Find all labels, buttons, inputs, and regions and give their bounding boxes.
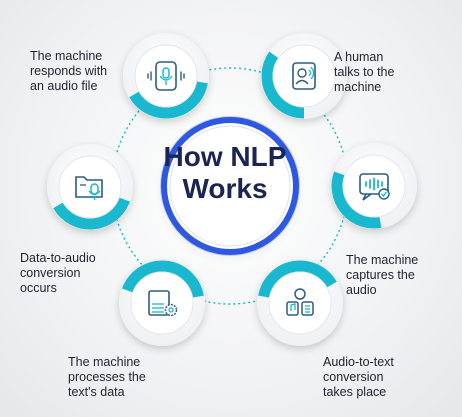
step-6-arc bbox=[129, 81, 208, 119]
step-5-line-3: occurs bbox=[20, 281, 57, 295]
step-3-label: Audio-to-text conversion takes place bbox=[323, 355, 453, 400]
step-5-label: Data-to-audio conversion occurs bbox=[20, 251, 140, 296]
step-1-line-3: machine bbox=[334, 80, 382, 94]
folder-microphone-icon bbox=[75, 176, 103, 200]
step-2-node bbox=[331, 143, 417, 229]
step-3-line-1: Audio-to-text bbox=[323, 355, 394, 369]
step-5-line-2: conversion bbox=[20, 266, 81, 280]
center-circle bbox=[160, 116, 300, 256]
step-2-label: The machine captures the audio bbox=[346, 253, 456, 298]
step-5-arc bbox=[53, 197, 130, 230]
step-5-node bbox=[47, 144, 133, 230]
step-4-inner bbox=[130, 271, 194, 335]
microphone-phone-icon bbox=[147, 61, 185, 91]
step-1-line-1: A human bbox=[334, 50, 384, 64]
audio-wave-chat-icon bbox=[359, 173, 390, 201]
step-1-label: A human talks to the machine bbox=[334, 50, 454, 95]
human-voice-phone-icon bbox=[292, 62, 316, 90]
step-2-line-2: captures the bbox=[346, 268, 415, 282]
step-4-line-1: The machine bbox=[68, 355, 141, 369]
step-4-label: The machine processes the text's data bbox=[68, 355, 198, 400]
step-6-line-2: responds with bbox=[30, 64, 108, 78]
step-3-node bbox=[257, 260, 343, 346]
step-4-line-2: processes the bbox=[68, 370, 146, 384]
step-4-node bbox=[119, 260, 205, 346]
step-3-arc bbox=[258, 260, 337, 298]
center-title-line2: Works bbox=[182, 173, 268, 204]
step-3-inner bbox=[268, 271, 332, 335]
step-2-line-1: The machine bbox=[346, 253, 419, 267]
step-2-arc bbox=[331, 171, 382, 229]
step-3-line-2: conversion bbox=[323, 370, 384, 384]
step-6-line-3: an audio file bbox=[30, 79, 98, 93]
step-5-inner bbox=[58, 155, 122, 219]
step-1-node bbox=[261, 33, 347, 119]
step-6-node bbox=[123, 33, 209, 119]
step-2-line-3: audio bbox=[346, 283, 377, 297]
text-processing-gear-icon bbox=[148, 290, 178, 317]
step-6-line-1: The machine bbox=[30, 49, 103, 63]
step-4-line-3: text's data bbox=[68, 385, 125, 399]
step-1-line-2: talks to the bbox=[334, 65, 395, 79]
center-title-line1: How NLP bbox=[163, 141, 287, 172]
audio-to-text-icon bbox=[286, 288, 314, 316]
step-4-arc bbox=[122, 260, 204, 298]
step-6-label: The machine responds with an audio file bbox=[30, 49, 150, 94]
step-5-line-1: Data-to-audio bbox=[20, 251, 96, 265]
step-1-arc bbox=[261, 51, 305, 119]
center-title: How NLP Works bbox=[162, 141, 288, 205]
step-3-line-3: takes place bbox=[323, 385, 387, 399]
step-6-inner bbox=[134, 44, 198, 108]
